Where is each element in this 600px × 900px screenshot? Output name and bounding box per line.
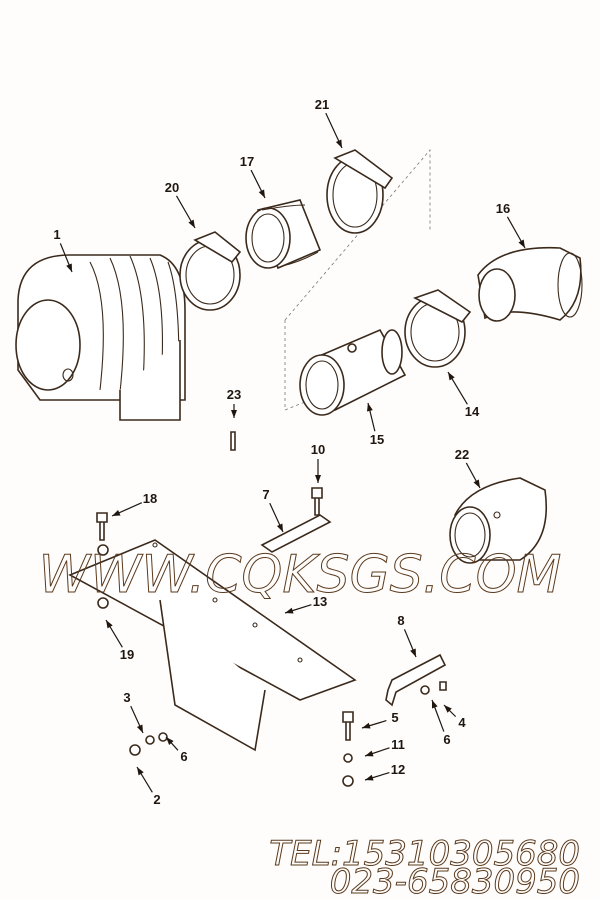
screw-5 [342,711,354,741]
callout-label-22: 22 [455,447,469,462]
arrowhead-18 [112,509,121,516]
callout-label-7: 7 [262,487,269,502]
callout-label-8: 8 [397,613,404,628]
bracket-8 [385,653,447,707]
arrowhead-17 [258,189,265,198]
callout-label-11: 11 [391,737,405,752]
hose-17 [245,199,322,270]
arrowhead-2 [137,767,144,776]
arrowhead-4 [444,705,452,713]
callout-label-20: 20 [165,180,179,195]
callout-label-4: 4 [458,715,466,730]
callout-label-14: 14 [465,404,480,419]
watermark-phone: 023-65830950 [330,862,580,900]
callout-label-3: 3 [123,690,130,705]
elbow-22 [449,477,548,564]
arrowhead-11 [365,750,374,757]
elbow-16 [477,246,583,322]
washer-18 [97,544,109,556]
callout-label-19: 19 [120,647,134,662]
arrowhead-10 [315,475,321,483]
watermark-site: WWW.CQKSGS.COM [39,545,562,605]
arrowhead-16 [518,239,525,248]
callout-label-17: 17 [240,154,254,169]
arrowhead-22 [473,479,480,488]
callout-label-21: 21 [315,97,329,112]
callout-label-10: 10 [311,442,325,457]
arrowhead-20 [188,219,195,228]
phantom-outline [284,148,431,411]
arrowhead-23 [231,410,237,418]
arrowhead-14 [448,372,455,381]
air-cleaner [15,254,186,421]
arrowhead-5 [362,722,371,729]
tube-15 [299,328,407,416]
clamp-21 [326,149,394,234]
clamp-20 [179,231,242,311]
clamp-14 [404,289,472,368]
watermark-tel: TEL:15310305680 [269,834,580,874]
screw-18 [96,512,108,541]
arrowhead-15 [366,403,373,412]
callout-label-16: 16 [496,201,510,216]
arrowhead-19 [106,620,113,629]
arrowhead-6 [166,737,174,745]
callout-label-23: 23 [227,387,241,402]
callout-label-1: 1 [53,227,60,242]
screw-10 [311,487,323,516]
callout-label-5: 5 [391,710,398,725]
callout-label-6: 6 [443,732,450,747]
arrowhead-6 [432,700,438,709]
bracket-7 [260,514,332,553]
arrowhead-13 [285,607,294,614]
arrowhead-1 [66,263,72,272]
arrowhead-3 [136,724,143,733]
screw-23 [230,431,236,451]
callout-label-6: 6 [180,749,187,764]
callout-label-15: 15 [370,432,384,447]
mounting-bracket-13 [68,539,357,752]
callout-label-13: 13 [313,594,327,609]
arrowhead-8 [410,648,416,657]
arrowhead-21 [335,139,342,148]
nut-19 [97,597,109,609]
callout-label-12: 12 [391,762,405,777]
arrowhead-12 [365,774,374,781]
arrowhead-7 [276,523,283,532]
callout-label-18: 18 [143,491,157,506]
callout-label-2: 2 [153,792,160,807]
